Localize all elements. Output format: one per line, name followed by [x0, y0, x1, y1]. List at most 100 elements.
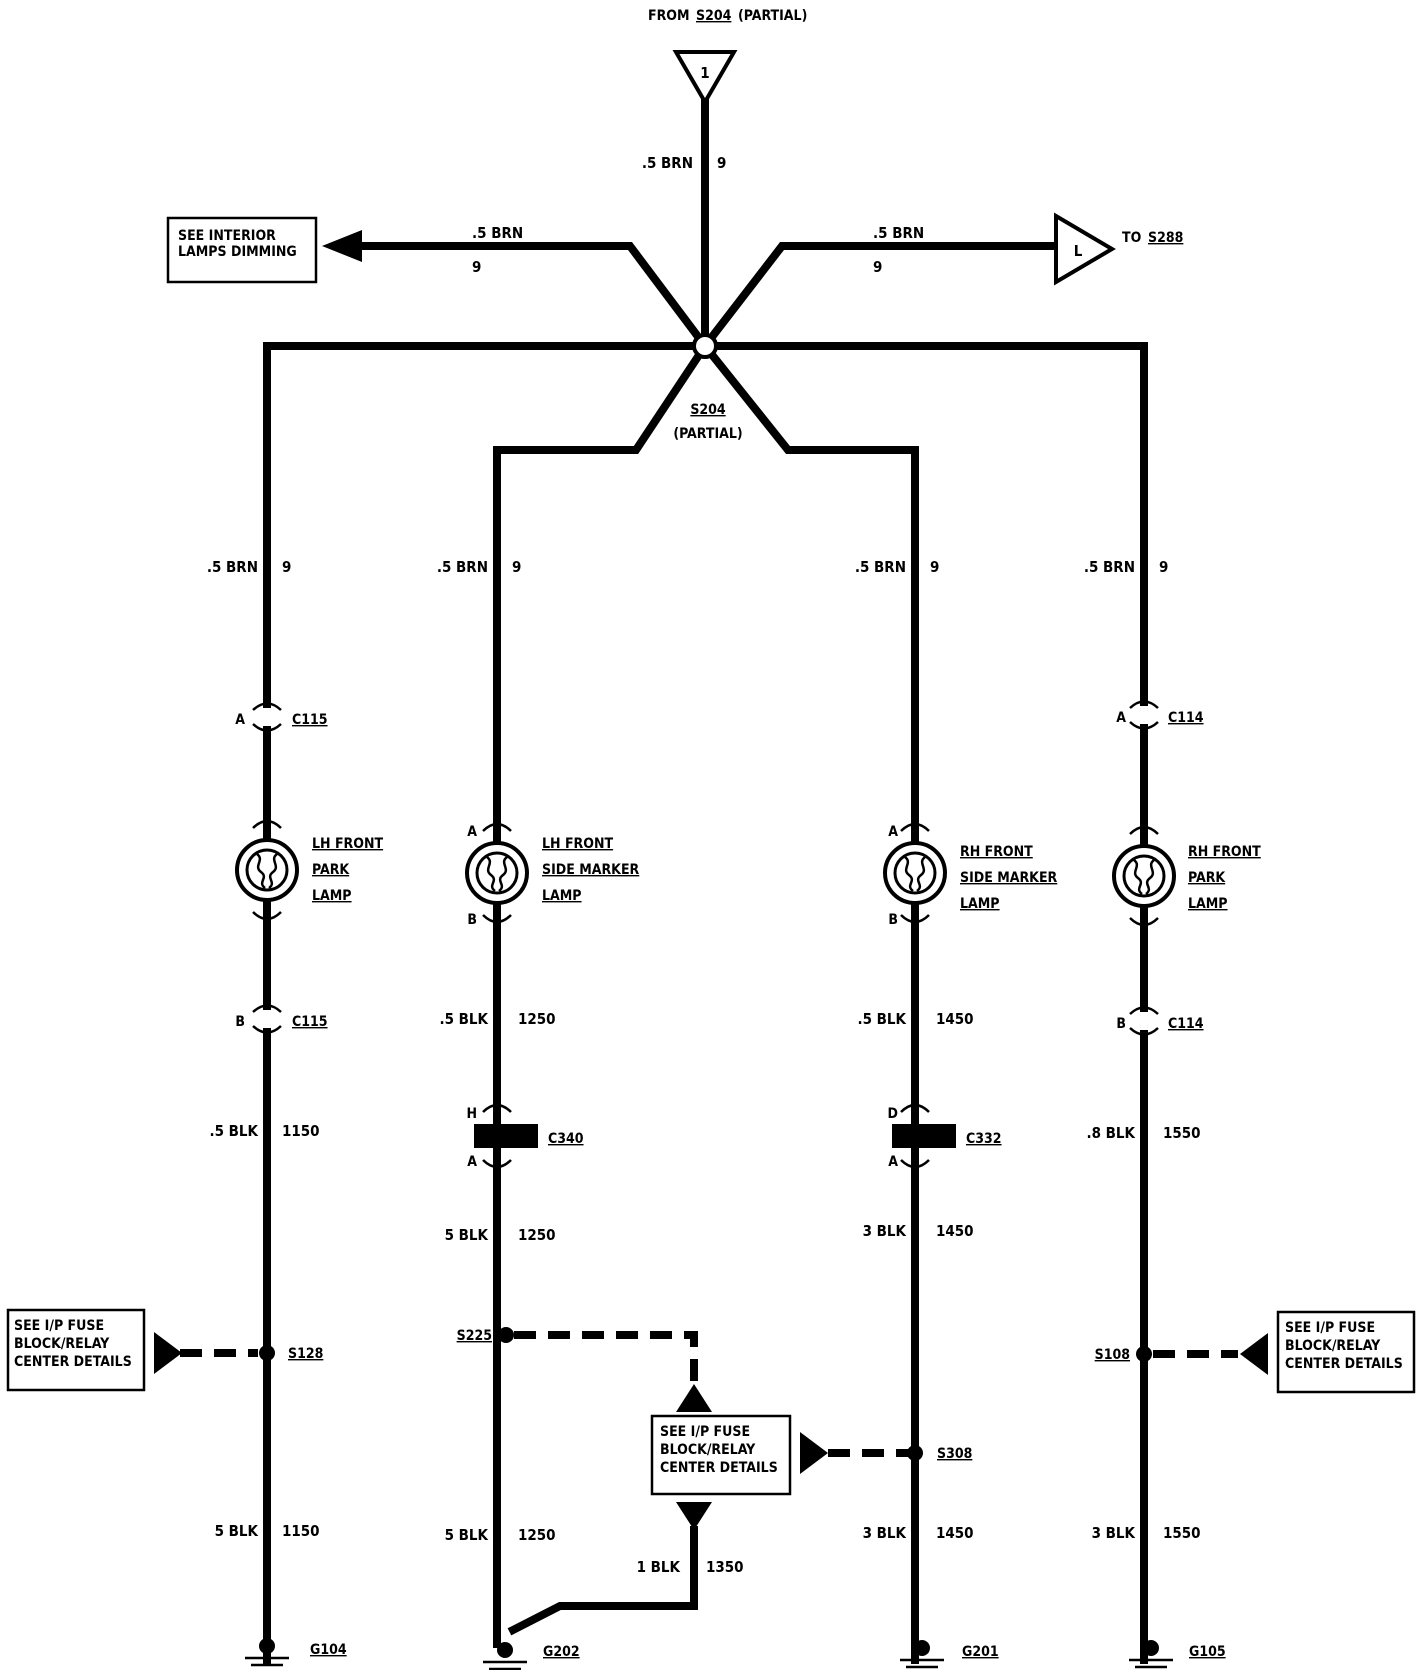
svg-text:LAMP: LAMP [312, 888, 352, 904]
svg-text:1450: 1450 [936, 1010, 974, 1028]
arrow-up-icon [676, 1384, 712, 1412]
ground-icon [481, 1640, 529, 1670]
svg-text:B: B [888, 912, 898, 928]
center-see-fuse-box: SEE I/P FUSE BLOCK/RELAY CENTER DETAILS [650, 1384, 912, 1530]
svg-text:CENTER DETAILS: CENTER DETAILS [1285, 1356, 1403, 1372]
svg-text:SEE INTERIOR: SEE INTERIOR [178, 228, 276, 244]
svg-text:BLOCK/RELAY: BLOCK/RELAY [14, 1336, 110, 1352]
svg-text:.5 BRN: .5 BRN [855, 558, 906, 576]
svg-text:1550: 1550 [1163, 1124, 1201, 1142]
svg-text:LH FRONT: LH FRONT [542, 836, 614, 852]
connector-symbol: 1 [700, 64, 709, 82]
svg-text:BLOCK/RELAY: BLOCK/RELAY [1285, 1338, 1381, 1354]
svg-text:.5 BLK: .5 BLK [439, 1010, 488, 1028]
svg-text:C332: C332 [966, 1131, 1002, 1147]
ground-g201: G201 [962, 1644, 999, 1660]
svg-text:1350: 1350 [706, 1558, 744, 1576]
svg-text:SIDE MARKER: SIDE MARKER [542, 862, 640, 878]
left-branch: SEE INTERIOR LAMPS DIMMING .5 BRN 9 [166, 216, 711, 352]
column-rh-park: .5 BRN 9 A C114 RH FRONT PARK LAMP B C11… [1084, 558, 1416, 1670]
svg-text:1250: 1250 [518, 1010, 556, 1028]
svg-text:1250: 1250 [518, 1526, 556, 1544]
arrow-left-icon [154, 1332, 182, 1374]
ground-g104: G104 [310, 1642, 347, 1658]
svg-text:1150: 1150 [282, 1522, 320, 1540]
svg-text:SEE I/P FUSE: SEE I/P FUSE [1285, 1320, 1375, 1336]
feed-circuit-label: 9 [717, 154, 726, 172]
svg-text:9: 9 [930, 558, 939, 576]
connector-l-triangle-icon [1054, 212, 1116, 286]
see-ip-fuse-box-left [6, 1308, 146, 1392]
arrow-left-icon [800, 1432, 828, 1474]
svg-text:CENTER DETAILS: CENTER DETAILS [660, 1460, 778, 1476]
inline-connector-c340 [474, 1124, 538, 1148]
arrow-right-icon [1240, 1333, 1268, 1375]
svg-text:.5 BRN: .5 BRN [207, 558, 258, 576]
svg-text:B: B [467, 912, 477, 928]
svg-text:LAMP: LAMP [542, 888, 582, 904]
svg-text:1 BLK: 1 BLK [637, 1558, 681, 1576]
svg-text:A: A [888, 824, 898, 840]
svg-text:L: L [1074, 242, 1083, 260]
svg-text:LAMP: LAMP [960, 896, 1000, 912]
splice-s128-node [259, 1345, 275, 1361]
svg-text:(PARTIAL): (PARTIAL) [673, 426, 742, 442]
from-note: (PARTIAL) [738, 8, 807, 24]
splice-s308-node [907, 1445, 923, 1461]
splice-s204-node [692, 333, 718, 359]
splice-s225-label: S225 [457, 1328, 492, 1344]
see-ip-fuse-box-right [1276, 1310, 1416, 1394]
inline-connector-c332 [892, 1124, 956, 1148]
svg-text:D: D [888, 1106, 898, 1122]
ground-icon [243, 1636, 291, 1670]
svg-text:S288: S288 [1148, 230, 1183, 246]
svg-text:BLOCK/RELAY: BLOCK/RELAY [660, 1442, 756, 1458]
svg-text:TO: TO [1122, 230, 1142, 246]
from-ref: S204 [696, 8, 732, 24]
column-rh-side-marker: .5 BRN 9 A B RH FRONT SIDE MARKER LAMP .… [855, 558, 1058, 1670]
connector-c115-top: C115 [292, 712, 328, 728]
svg-text:.5 BRN: .5 BRN [472, 224, 523, 242]
svg-text:.5 BLK: .5 BLK [857, 1010, 906, 1028]
ground-icon [1127, 1638, 1175, 1670]
svg-text:9: 9 [873, 258, 882, 276]
splice-s308-label: S308 [937, 1446, 972, 1462]
svg-text:9: 9 [512, 558, 521, 576]
svg-text:3 BLK: 3 BLK [1092, 1524, 1136, 1542]
svg-text:5 BLK: 5 BLK [215, 1522, 259, 1540]
svg-text:RH FRONT: RH FRONT [1188, 844, 1261, 860]
ground-g202: G202 [543, 1644, 580, 1660]
splice-s108-node [1136, 1346, 1152, 1362]
connector-triangle-icon [672, 50, 738, 106]
svg-text:5 BLK: 5 BLK [445, 1226, 489, 1244]
svg-text:A: A [467, 1154, 477, 1170]
ground-icon [898, 1638, 946, 1670]
svg-text:H: H [466, 1106, 477, 1122]
svg-text:LAMP: LAMP [1188, 896, 1228, 912]
connector-c114-bottom: C114 [1168, 1016, 1204, 1032]
svg-text:1250: 1250 [518, 1226, 556, 1244]
svg-text:1550: 1550 [1163, 1524, 1201, 1542]
arrow-left-icon [322, 230, 362, 262]
svg-text:PARK: PARK [1188, 870, 1226, 886]
splice-s128-label: S128 [288, 1346, 323, 1362]
svg-text:.5 BRN: .5 BRN [1084, 558, 1135, 576]
svg-text:B: B [1116, 1016, 1126, 1032]
from-label: FROM [648, 8, 690, 24]
svg-text:SEE I/P FUSE: SEE I/P FUSE [660, 1424, 750, 1440]
svg-text:1450: 1450 [936, 1222, 974, 1240]
svg-text:A: A [235, 712, 245, 728]
svg-text:9: 9 [282, 558, 291, 576]
splice-s225-node [498, 1327, 514, 1343]
splice-s204-label: S204 [690, 402, 726, 418]
splice-s108-label: S108 [1095, 1347, 1130, 1363]
svg-text:SEE I/P FUSE: SEE I/P FUSE [14, 1318, 104, 1334]
svg-text:LH FRONT: LH FRONT [312, 836, 384, 852]
svg-text:PARK: PARK [312, 862, 350, 878]
svg-text:3 BLK: 3 BLK [863, 1524, 907, 1542]
svg-text:.5 BRN: .5 BRN [437, 558, 488, 576]
right-branch: L TO S288 .5 BRN 9 [699, 212, 1183, 352]
svg-text:CENTER DETAILS: CENTER DETAILS [14, 1354, 132, 1370]
ground-g105: G105 [1189, 1644, 1226, 1660]
